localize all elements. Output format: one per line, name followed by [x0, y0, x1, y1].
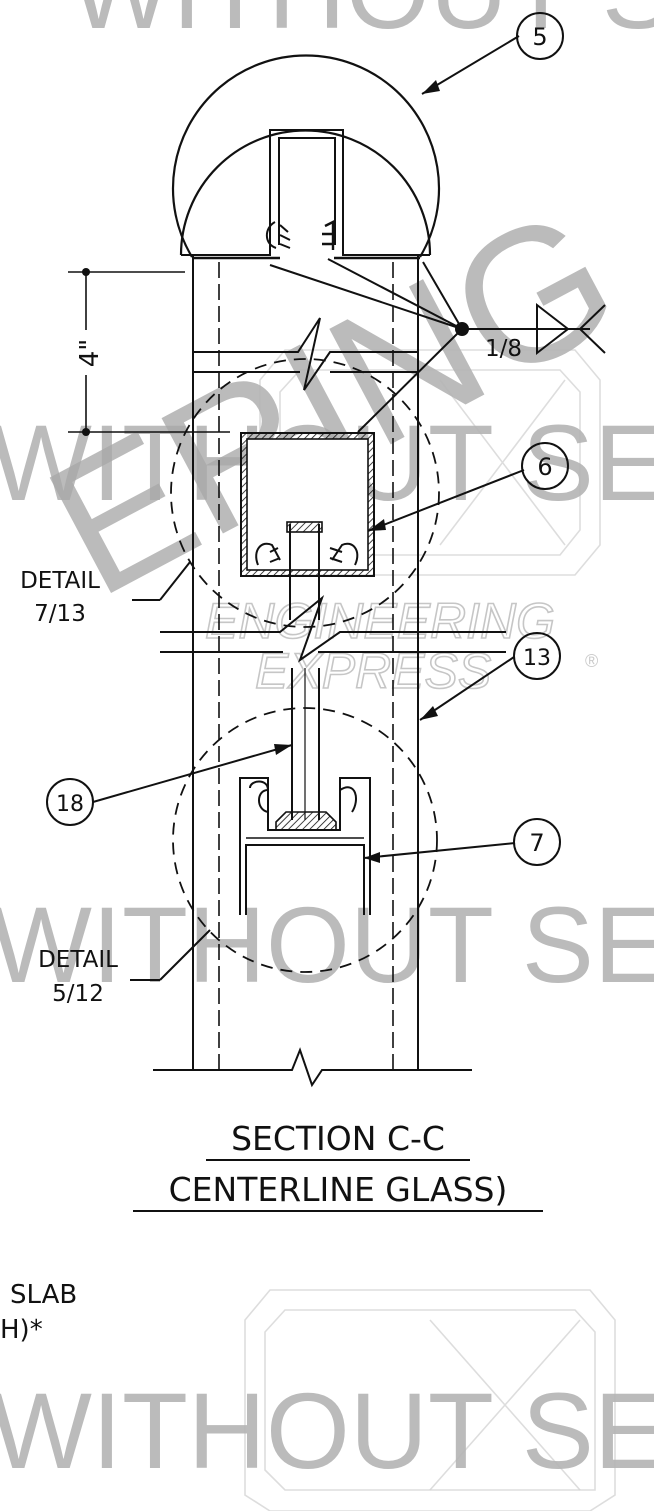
- section-title: SECTION C-C CENTERLINE GLASS): [133, 1119, 543, 1212]
- top-tube: [240, 432, 375, 577]
- watermark-logo-lower: [244, 1289, 616, 1511]
- section-title-line2: CENTERLINE GLASS): [169, 1170, 508, 1209]
- callout-13: 13: [419, 632, 561, 721]
- detail-upper-line2: 7/13: [34, 601, 86, 627]
- watermark-logo-line1: ENGINEERING: [205, 593, 555, 649]
- callout-5: 5: [421, 12, 564, 95]
- partial-note: SLAB H)*: [0, 1280, 77, 1345]
- weld-size-label: 1/8: [485, 336, 522, 362]
- callout-6: 6: [367, 442, 569, 532]
- glass-panel: [289, 524, 320, 820]
- watermark-row3-text: WITHOUT SE: [0, 1370, 654, 1491]
- weld-symbol: 1/8: [269, 258, 606, 433]
- detail-label-upper: DETAIL 7/13: [20, 561, 191, 627]
- section-title-line1: SECTION C-C: [231, 1119, 445, 1158]
- callout-13-label: 13: [523, 646, 551, 671]
- watermark-row2-text: WITHOUT SE: [0, 884, 654, 1005]
- detail-circle-lower: [172, 707, 438, 973]
- partial-note-line2: H)*: [0, 1315, 43, 1345]
- bottom-shoe: [239, 777, 371, 915]
- callout-18: 18: [46, 744, 293, 826]
- callout-7: 7: [363, 818, 561, 866]
- callout-18-label: 18: [56, 792, 84, 817]
- detail-lower-line2: 5/12: [52, 981, 104, 1007]
- detail-upper-line1: DETAIL: [20, 568, 100, 594]
- dimension-label: 4": [75, 339, 105, 368]
- detail-label-lower: DETAIL 5/12: [38, 929, 211, 1007]
- partial-note-line1: SLAB: [10, 1280, 77, 1310]
- watermark-registered-mark: ®: [585, 651, 598, 671]
- detail-lower-line1: DETAIL: [38, 947, 118, 973]
- dimension-4in: 4": [68, 268, 230, 436]
- callout-5-label: 5: [532, 23, 547, 51]
- detail-circle-upper: [170, 358, 440, 628]
- cap-rail: [171, 54, 441, 260]
- watermark-top-text: WITHOUT SE: [70, 0, 654, 51]
- callout-6-label: 6: [537, 453, 552, 481]
- callout-7-label: 7: [529, 829, 544, 857]
